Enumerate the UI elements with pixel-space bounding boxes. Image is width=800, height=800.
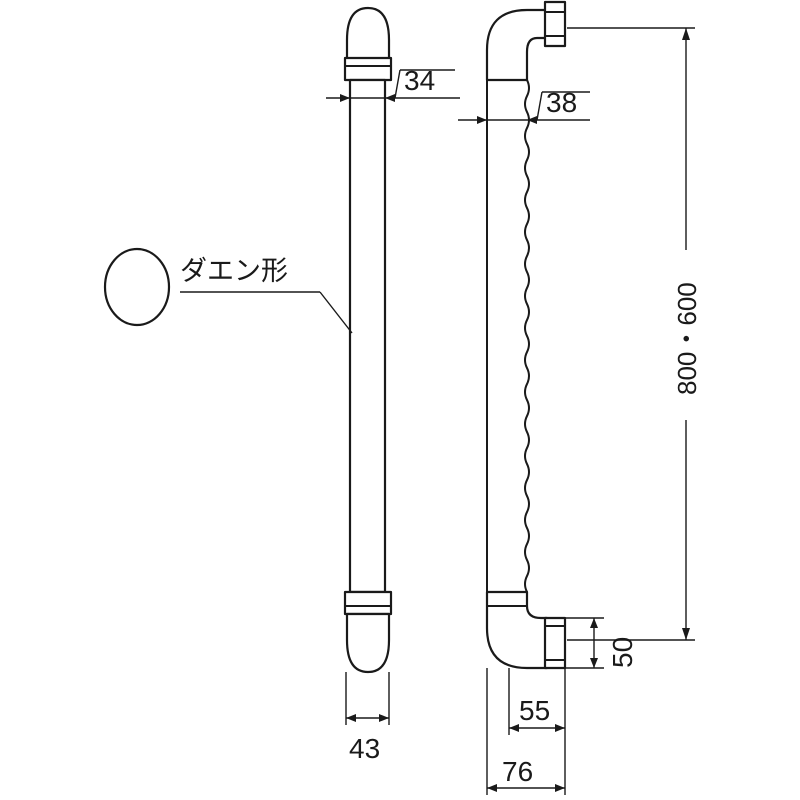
front-view	[343, 6, 393, 674]
side-top-wall-plate	[543, 0, 567, 48]
dimension-34: 34	[326, 65, 460, 102]
dimension-55-label: 55	[519, 695, 550, 726]
dimension-38-label: 38	[546, 87, 577, 118]
dimension-43: 43	[345, 672, 390, 764]
front-bottom-collar	[343, 590, 393, 616]
dimension-38: 38	[458, 87, 590, 124]
side-bottom-bracket	[485, 590, 549, 670]
front-bottom-cap	[345, 612, 391, 674]
front-top-cap	[345, 6, 391, 62]
front-top-collar	[343, 56, 393, 82]
dimension-76: 76	[486, 668, 566, 795]
dimension-34-label: 34	[404, 65, 435, 96]
dimension-55: 55	[508, 668, 566, 735]
dimension-50-label: 50	[607, 637, 638, 668]
dimension-43-label: 43	[349, 733, 380, 764]
cross-section: ダエン形	[103, 247, 353, 334]
dimension-length: 800・600	[567, 27, 702, 641]
side-bar-wavy-edge	[524, 79, 530, 593]
side-bottom-wall-plate	[543, 616, 567, 670]
cross-section-shape-label: ダエン形	[180, 256, 288, 287]
dimension-76-label: 76	[502, 756, 533, 787]
side-view	[485, 0, 567, 670]
dimension-length-label: 800・600	[672, 282, 702, 395]
side-top-bracket	[485, 8, 549, 82]
dimension-50: 50	[565, 617, 638, 669]
front-bar	[348, 78, 387, 594]
oval-cross-section	[103, 247, 171, 327]
